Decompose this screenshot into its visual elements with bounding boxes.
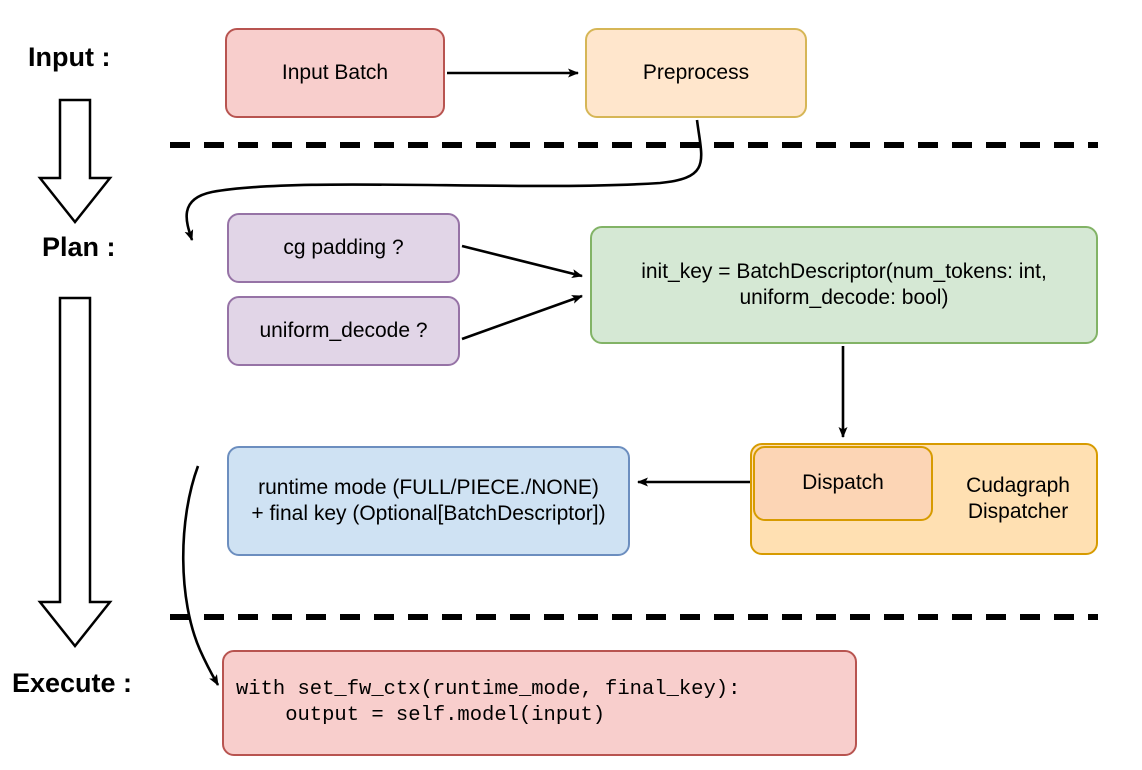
connector-runtime-mode-to-execute-code	[181, 465, 220, 686]
stage-label-input: Input :	[28, 42, 111, 72]
node-input-batch[interactable]: Input Batch	[225, 28, 445, 118]
node-dispatch[interactable]: Dispatch	[753, 446, 933, 521]
node-uniform-decode[interactable]: uniform_decode ?	[227, 296, 460, 366]
plan-to-execute-block-arrow	[37, 296, 113, 649]
node-init-key[interactable]: init_key = BatchDescriptor(num_tokens: i…	[590, 226, 1098, 344]
node-cg-padding[interactable]: cg padding ?	[227, 213, 460, 283]
connector-uniform-decode-to-init-key	[461, 294, 583, 341]
input-to-plan-block-arrow	[37, 98, 113, 225]
node-execute-code[interactable]: with set_fw_ctx(runtime_mode, final_key)…	[222, 650, 857, 756]
node-preprocess[interactable]: Preprocess	[585, 28, 807, 118]
stage-label-plan: Plan :	[42, 232, 116, 262]
connector-cg-padding-to-init-key	[461, 244, 583, 278]
stage-label-execute: Execute :	[12, 668, 133, 698]
node-runtime-mode[interactable]: runtime mode (FULL/PIECE./NONE)+ final k…	[227, 446, 630, 556]
